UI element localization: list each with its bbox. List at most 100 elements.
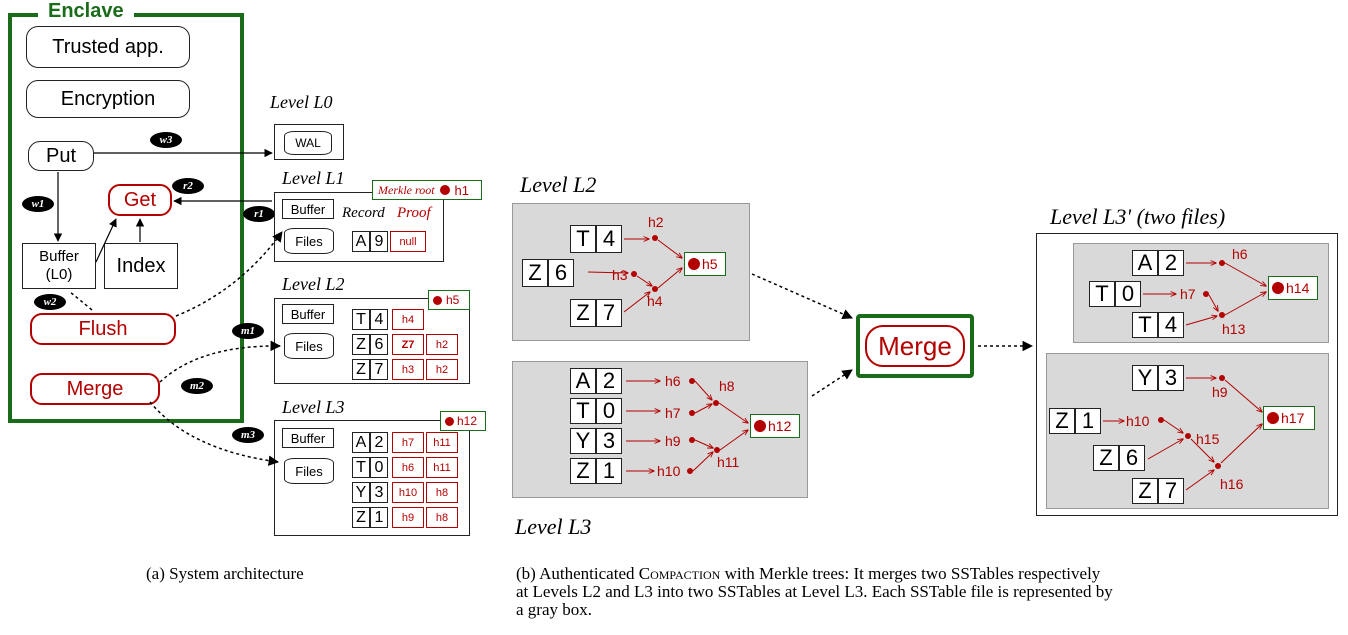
- caption-b: (b) Authenticated Compaction with Merkle…: [516, 565, 1336, 619]
- hash-h7-out: h7: [1180, 286, 1196, 302]
- level-l3-label-arch: Level L3: [282, 397, 345, 417]
- tag-m3: m3: [232, 427, 264, 443]
- l2-cell: Z7: [392, 334, 424, 355]
- hash-h2: h2: [648, 214, 664, 230]
- l3-cell: h11: [426, 457, 458, 478]
- l3-cell: h10: [392, 482, 424, 503]
- l3-cell: h8: [426, 482, 458, 503]
- hash-h6: h6: [665, 373, 681, 389]
- put-label: Put: [45, 144, 77, 167]
- merkle-root-badge: Merkle root h1: [372, 180, 482, 200]
- node-dot: [631, 271, 637, 277]
- l3-cell: T: [352, 457, 370, 478]
- out2-root-label: h17: [1281, 410, 1305, 426]
- merge-arch-label: Merge: [66, 377, 124, 400]
- l2-buffer: Buffer: [282, 304, 334, 324]
- root-dot-icon: [439, 185, 450, 195]
- l2-cell: Z: [352, 334, 370, 355]
- out1-cell: T: [1089, 281, 1115, 307]
- out2-cell: 3: [1158, 365, 1184, 391]
- hash-h6-out: h6: [1232, 246, 1248, 262]
- level-l0-label: Level L0: [270, 92, 333, 112]
- root-dot-icon: [1267, 412, 1279, 424]
- caption-b-line2: at Levels L2 and L3 into two SSTables at…: [516, 582, 1113, 601]
- wal-label: WAL: [295, 136, 321, 150]
- level-l3-label: Level L3: [515, 514, 592, 539]
- l3-cell: 3: [370, 482, 388, 503]
- level-l1-label: Level L1: [282, 168, 345, 188]
- l3-cell: h9: [392, 507, 424, 528]
- l2b-cell: 6: [548, 259, 574, 287]
- tag-w2: w2: [34, 294, 66, 310]
- l3-files: Files: [284, 458, 334, 484]
- hash-h16: h16: [1220, 476, 1244, 492]
- node-dot: [1215, 463, 1221, 469]
- l3b-cell: 0: [596, 398, 622, 424]
- flush-label: Flush: [78, 317, 128, 340]
- l3b-cell: Z: [570, 458, 596, 484]
- l3b-cell: T: [570, 398, 596, 424]
- node-dot: [1219, 375, 1225, 381]
- out1-cell: T: [1132, 312, 1158, 338]
- node-dot: [1219, 260, 1225, 266]
- l2-cell: 4: [370, 309, 388, 330]
- root-h1: h1: [454, 182, 470, 198]
- l3-cell: Y: [352, 482, 370, 503]
- caption-b-line3: a gray box.: [516, 600, 593, 619]
- node-dot: [1219, 312, 1225, 318]
- l3b-cell: 1: [596, 458, 622, 484]
- out2-cell: Z: [1132, 478, 1158, 504]
- merge-node-arch: Merge: [30, 373, 160, 405]
- hash-h7: h7: [665, 405, 681, 421]
- encryption-node: Encryption: [26, 80, 190, 118]
- level-l3p-label: Level L3' (two files): [1050, 204, 1226, 229]
- l2b-cell: T: [570, 225, 596, 253]
- l2-cell: h2: [426, 334, 458, 355]
- encryption-label: Encryption: [60, 87, 156, 110]
- l3-cell: h7: [392, 432, 424, 453]
- l3-cell: h8: [426, 507, 458, 528]
- l3-cell: h6: [392, 457, 424, 478]
- caption-b-smallcaps: Compaction: [638, 564, 721, 583]
- trusted-app-label: Trusted app.: [52, 35, 164, 58]
- l2-root-badge: h5: [428, 290, 470, 310]
- hash-h9-out: h9: [1212, 384, 1228, 400]
- hash-h8: h8: [719, 378, 735, 394]
- proof-label: Proof: [397, 205, 431, 221]
- l2-cell: h2: [426, 359, 458, 380]
- l2-cell: 6: [370, 334, 388, 355]
- l2-files: Files: [284, 333, 334, 359]
- l2b-cell: 4: [596, 225, 622, 253]
- l2-cell: h4: [392, 309, 424, 330]
- hash-h13: h13: [1222, 321, 1246, 337]
- hash-h10-out: h10: [1126, 413, 1150, 429]
- out1-root-label: h14: [1286, 280, 1310, 296]
- out2-cell: Z: [1049, 408, 1075, 434]
- l2-root-hash: h5: [446, 293, 460, 307]
- l3-cell: Z: [352, 507, 370, 528]
- out1-cell: 0: [1115, 281, 1141, 307]
- node-dot: [652, 286, 658, 292]
- merge-label: Merge: [878, 330, 952, 361]
- out2-cell: 1: [1075, 408, 1101, 434]
- node-dot: [1185, 433, 1191, 439]
- level-l2-label-arch: Level L2: [282, 274, 345, 294]
- l3-buffer: Buffer: [282, 428, 334, 448]
- l2-root-node: h5: [684, 252, 726, 276]
- l2b-cell: Z: [570, 299, 596, 327]
- index-node: Index: [104, 243, 178, 289]
- l3-cell: 1: [370, 507, 388, 528]
- node-dot: [714, 447, 720, 453]
- caption-b-rest: with Merkle trees: It merges two SSTable…: [720, 564, 1101, 583]
- hash-h9: h9: [665, 433, 681, 449]
- record-label: Record: [342, 205, 385, 221]
- flush-node: Flush: [30, 313, 176, 345]
- buffer-l0-line1: Buffer: [39, 248, 79, 265]
- tag-r1: r1: [243, 206, 275, 222]
- index-label: Index: [116, 254, 166, 277]
- l2-cell: Z: [352, 359, 370, 380]
- l1-buffer: Buffer: [282, 199, 334, 219]
- out1-cell: 2: [1158, 250, 1184, 276]
- l2-cell: 7: [370, 359, 388, 380]
- node-dot: [689, 378, 695, 384]
